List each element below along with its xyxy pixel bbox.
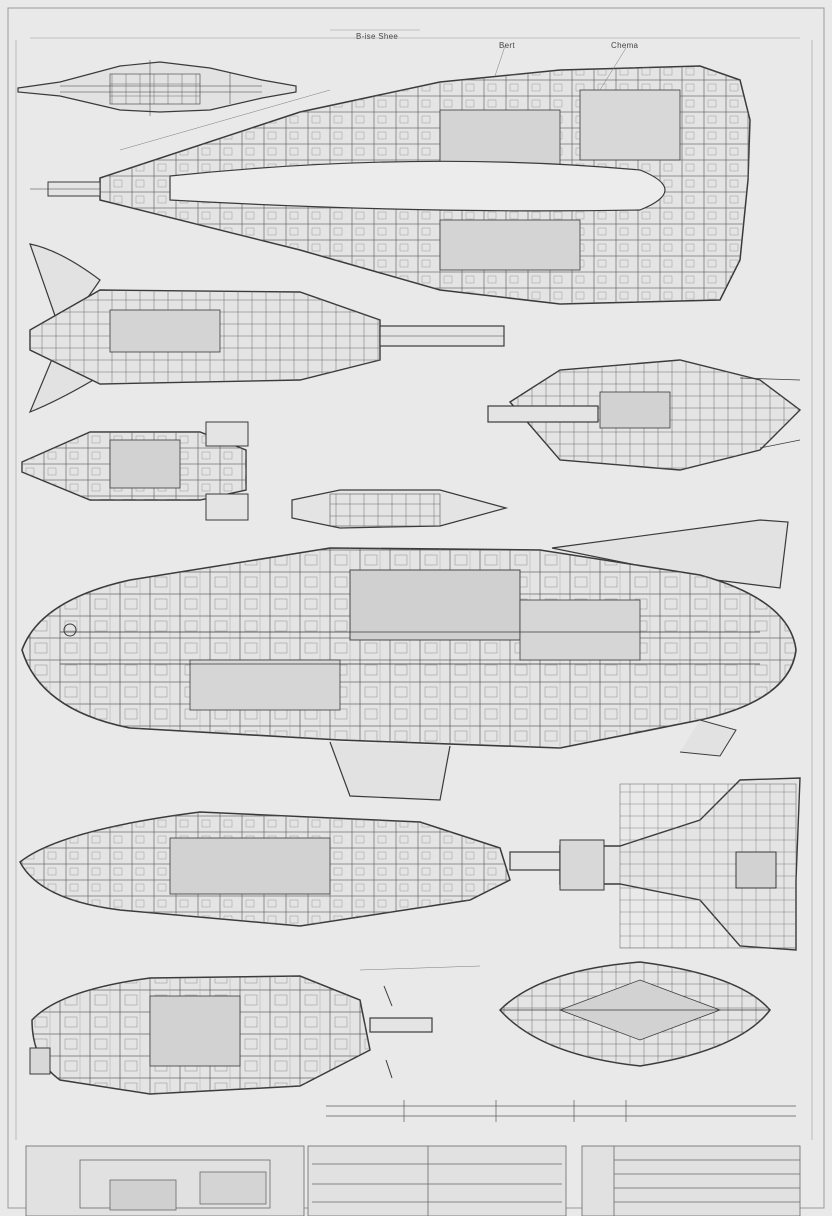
view-right-rear (487, 359, 802, 471)
view-left-compact (21, 421, 249, 521)
view-tail-fin-profile (559, 777, 801, 951)
callout-top-label: Bert (499, 41, 515, 50)
view-small-top-profile (17, 60, 297, 116)
view-small-dart (291, 489, 509, 529)
view-winged-side (28, 243, 505, 414)
view-bottom-right-saucer (498, 961, 771, 1067)
view-bottom-left (29, 965, 481, 1095)
view-large-top-plan (30, 45, 751, 305)
callout-top-right-label: Chema (611, 41, 639, 50)
sheet-title: B-ise Shee (356, 32, 399, 41)
scale-dimension-line (326, 1100, 796, 1122)
view-main-side-cutaway (21, 519, 797, 801)
view-lower-side (19, 811, 571, 927)
title-block-panels (25, 1145, 801, 1216)
